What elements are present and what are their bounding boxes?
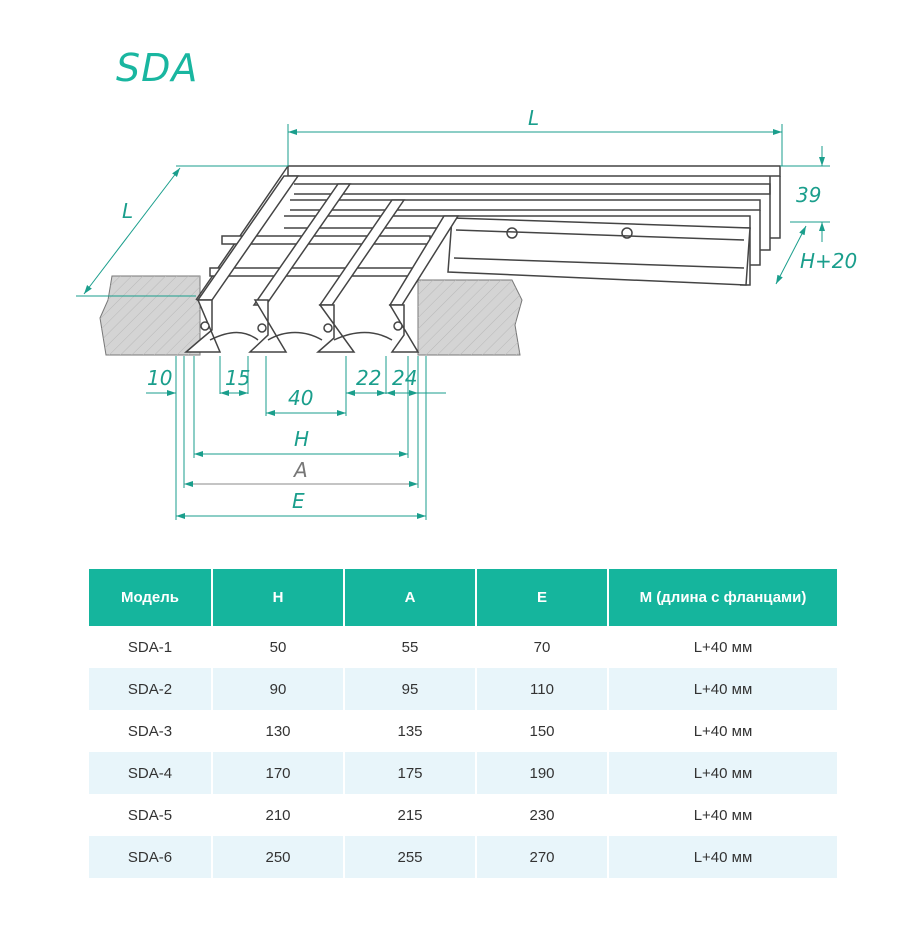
cell-h: 210 <box>212 794 345 836</box>
label-39: 39 <box>796 183 821 207</box>
cell-m: L+40 мм <box>693 722 753 740</box>
table-row: SDA-6 250 255 270 L+40 мм <box>89 836 837 878</box>
table-row: SDA-4 170 175 190 L+40 мм <box>89 752 837 794</box>
technical-drawing: L L 39 H+20 10 15 <box>76 106 857 520</box>
cell-a: 95 <box>344 668 477 710</box>
label-h: H <box>294 427 309 451</box>
cell-a: 215 <box>344 794 477 836</box>
table-row: SDA-5 210 215 230 L+40 мм <box>89 794 837 836</box>
cell-model: SDA-2 <box>89 668 213 710</box>
dim-39 <box>780 146 830 242</box>
cell-m: L+40 мм <box>693 638 753 656</box>
label-40: 40 <box>288 386 313 410</box>
label-22: 22 <box>356 366 381 390</box>
dim-length-side <box>76 165 288 297</box>
table-row: SDA-3 130 135 150 L+40 мм <box>89 710 837 752</box>
dim-length-top <box>287 124 783 166</box>
cell-e: 70 <box>476 626 609 668</box>
cell-e: 190 <box>476 752 609 794</box>
cell-m: L+40 мм <box>608 752 837 794</box>
dim-h-plus-20 <box>775 225 807 285</box>
wall-right <box>417 279 523 356</box>
cell-a: 135 <box>344 710 477 752</box>
dim-extension-lines <box>175 356 427 520</box>
cell-a: 175 <box>344 752 477 794</box>
header-model: Модель <box>89 569 213 626</box>
header-m: M (длина с фланцами) <box>608 569 837 626</box>
cell-m: L+40 мм <box>608 668 837 710</box>
cell-h: 90 <box>212 668 345 710</box>
label-10: 10 <box>147 366 172 390</box>
table-row: SDA-1 50 55 70 L+40 мм <box>89 626 837 668</box>
cell-model: SDA-6 <box>89 836 213 878</box>
label-h-plus-20: H+20 <box>800 249 857 273</box>
cell-model: SDA-3 <box>89 710 213 752</box>
label-15: 15 <box>225 366 250 390</box>
header-e: E <box>476 569 609 626</box>
cell-model: SDA-5 <box>89 794 213 836</box>
cell-e: 230 <box>476 794 609 836</box>
label-length-side: L <box>122 199 133 223</box>
header-a: A <box>344 569 477 626</box>
cell-e: 110 <box>476 668 609 710</box>
cell-model: SDA-4 <box>89 752 213 794</box>
product-title: SDA <box>116 46 199 90</box>
table-header-row: Модель H A E M (длина с фланцами) <box>89 569 837 626</box>
blade-profiles <box>183 299 420 353</box>
label-e: E <box>292 489 305 513</box>
table-row: SDA-2 90 95 110 L+40 мм <box>89 668 837 710</box>
specs-table: Модель H A E M (длина с фланцами) SDA-1 … <box>89 569 837 878</box>
cell-m: L+40 мм <box>608 836 837 878</box>
cell-h: 170 <box>212 752 345 794</box>
label-length-top: L <box>528 106 539 130</box>
wall-left <box>99 275 201 356</box>
label-24: 24 <box>392 366 417 390</box>
cell-m: L+40 мм <box>693 806 753 824</box>
header-h: H <box>212 569 345 626</box>
cell-e: 270 <box>476 836 609 878</box>
cell-h: 50 <box>212 626 345 668</box>
cell-h: 130 <box>212 710 345 752</box>
cell-e: 150 <box>476 710 609 752</box>
cell-a: 55 <box>344 626 477 668</box>
label-a: A <box>292 458 308 482</box>
cell-a: 255 <box>344 836 477 878</box>
cell-model: SDA-1 <box>89 626 213 668</box>
cell-h: 250 <box>212 836 345 878</box>
